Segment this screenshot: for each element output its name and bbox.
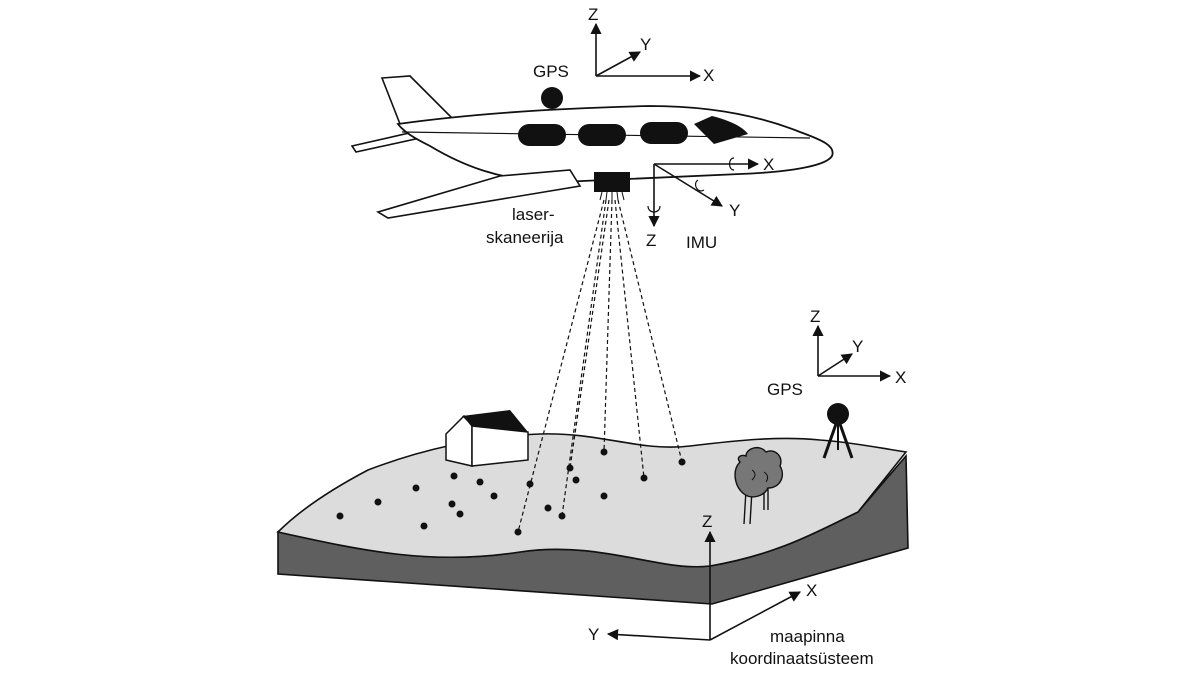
ground-frame-caption-line1: maapinna	[770, 627, 845, 646]
aircraft-window	[640, 122, 688, 144]
ground-frame-caption-line2: koordinaatsüsteem	[730, 649, 874, 668]
aircraft-wing	[376, 169, 582, 219]
scanner-label-line2: skaneerija	[486, 228, 564, 247]
ground-axis-x-label: X	[806, 581, 817, 600]
aircraft-window	[578, 124, 626, 146]
ground-gps-station	[822, 403, 854, 459]
ground-gps-axis-x-label: X	[895, 368, 906, 387]
scanner-label-line1: laser-	[512, 205, 555, 224]
laser-beams	[517, 199, 683, 533]
aircraft-gps-antenna	[541, 87, 563, 109]
imu-axes: X Y Z IMU	[646, 155, 774, 252]
top-axes: Z Y X	[588, 5, 714, 85]
ground-axis-y-label: Y	[588, 625, 599, 644]
top-axis-z-label: Z	[588, 5, 598, 24]
ground-gps-label: GPS	[767, 380, 803, 399]
aircraft-window	[518, 124, 566, 146]
imu-axis-z-label: Z	[646, 231, 656, 250]
laser-points	[336, 448, 686, 536]
aircraft-tail-fin	[380, 75, 454, 125]
ground-gps-axis-y-label: Y	[852, 337, 863, 356]
ground-gps-axis-z-label: Z	[810, 307, 820, 326]
ground-block	[276, 433, 909, 605]
ground-gps-axes: Z Y X GPS	[767, 307, 906, 399]
laser-scanner	[594, 172, 630, 192]
imu-label: IMU	[686, 233, 717, 252]
ground-coordinate-frame: Z X Y maapinna koordinaatsüsteem	[588, 512, 874, 668]
top-axis-x-label: X	[703, 66, 714, 85]
imu-axis-x-label: X	[763, 155, 774, 174]
imu-axis-y-label: Y	[729, 201, 740, 220]
aircraft-gps-label: GPS	[533, 62, 569, 81]
house-icon	[445, 410, 529, 467]
aircraft	[350, 75, 834, 219]
tree-icon	[734, 446, 784, 525]
top-axis-y-label: Y	[640, 35, 651, 54]
ground-axis-z-label: Z	[702, 512, 712, 531]
aircraft-cockpit-window	[694, 116, 748, 144]
